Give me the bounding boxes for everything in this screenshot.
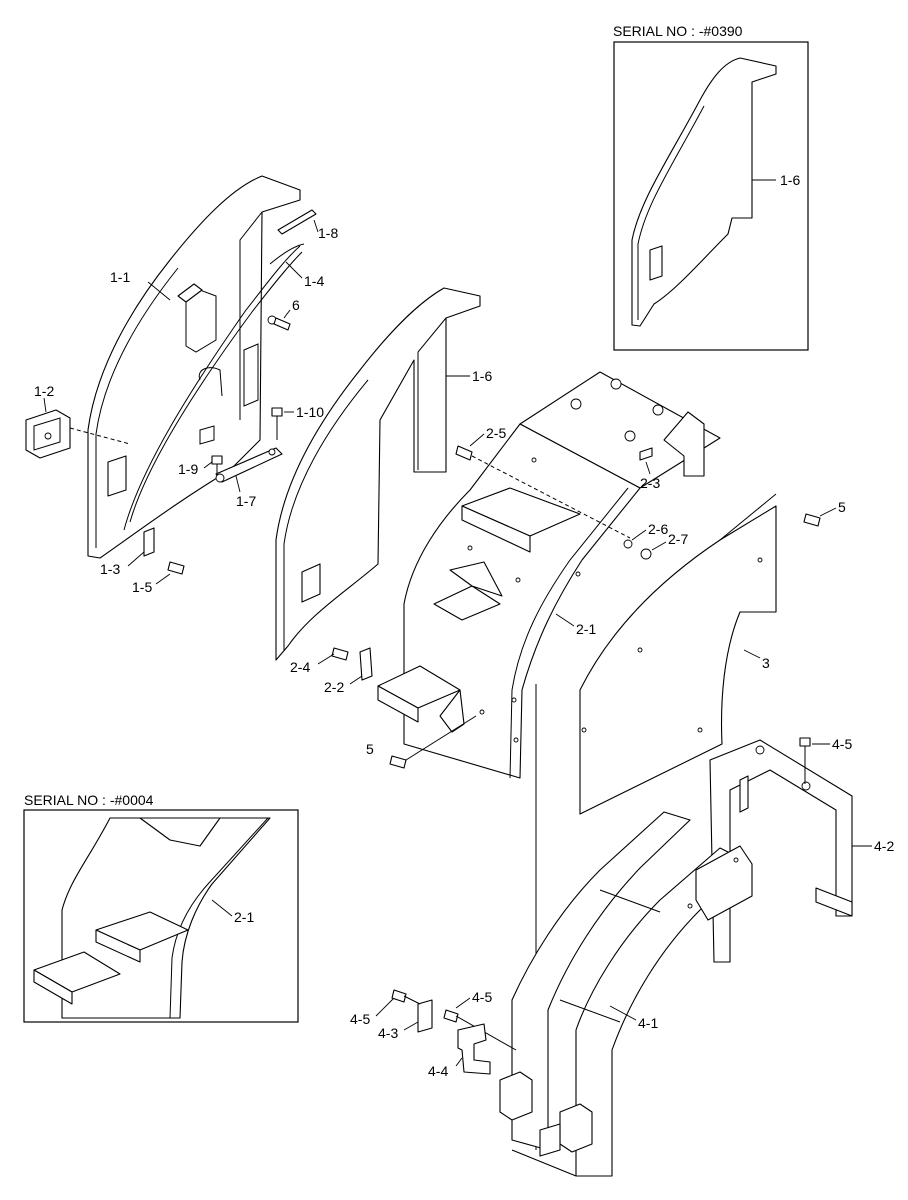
inset-frame-bottom-left <box>23 809 299 1023</box>
label-1-1: 1-1 <box>110 269 130 285</box>
inset-serial-label-0004: SERIAL NO : -#0004 <box>24 792 154 808</box>
label-2-7: 2-7 <box>668 531 688 547</box>
label-1-9: 1-9 <box>178 461 198 477</box>
part-1-8-rod: 1-8 <box>277 209 338 241</box>
label-6: 6 <box>292 297 300 313</box>
label-2-6: 2-6 <box>648 521 668 537</box>
part-1-5-bolt: 1-5 <box>132 561 185 595</box>
label-1-6-inset: 1-6 <box>780 172 800 188</box>
inset-frame-top-right <box>613 41 809 351</box>
label-4-4: 4-4 <box>428 1063 448 1079</box>
part-4-5-bolt-top: 4-5 <box>799 736 852 784</box>
part-2-5-bolt: 2-5 <box>455 425 631 539</box>
inset-serial-label-0390: SERIAL NO : -#0390 <box>613 23 743 39</box>
label-4-1: 4-1 <box>638 1015 658 1031</box>
part-2-3-cover: 2-3 <box>639 411 705 491</box>
part-4-1-ladder: 4-1 <box>499 811 753 1177</box>
part-1-1-handle <box>177 283 203 303</box>
label-1-5: 1-5 <box>132 579 152 595</box>
part-2-1-inset-step-top <box>139 817 221 847</box>
part-1-6-inset-window <box>649 245 663 281</box>
part-2-4-bolt: 2-4 <box>290 647 349 675</box>
label-1-6: 1-6 <box>472 368 492 384</box>
part-1-2-lamp: 1-2 <box>25 383 131 459</box>
label-4-5-top: 4-5 <box>832 736 852 752</box>
part-1-9-bolt: 1-9 <box>178 455 223 477</box>
part-4-4-bracket: 4-4 <box>428 1023 491 1079</box>
part-1-3-bracket: 1-3 <box>100 527 155 577</box>
part-2-1-inset-body <box>61 817 271 1019</box>
label-3: 3 <box>762 655 770 671</box>
label-2-1-inset: 2-1 <box>234 909 254 925</box>
part-1-6-inset-panel <box>631 57 777 327</box>
part-2-6-washer: 2-6 <box>623 521 668 549</box>
label-2-5: 2-5 <box>486 425 506 441</box>
part-2-2-step: 2-2 <box>324 647 485 733</box>
part-4-5-bolt-mid: 4-5 <box>443 989 517 1051</box>
part-1-7-latch: 1-7 <box>215 447 283 509</box>
label-1-4: 1-4 <box>304 273 324 289</box>
label-5-left: 5 <box>366 741 374 757</box>
inset-serial-0004: SERIAL NO : -#0004 2-1 <box>23 792 299 1023</box>
label-2-2: 2-2 <box>324 679 344 695</box>
part-2-7-nut: 2-7 <box>640 531 688 560</box>
part-5-bolt-right: 5 <box>803 499 846 527</box>
label-1-10: 1-10 <box>296 404 324 420</box>
part-1-1-door: 1-1 <box>87 175 303 559</box>
label-4-2: 4-2 <box>874 838 894 854</box>
label-2-3: 2-3 <box>640 475 660 491</box>
label-2-1: 2-1 <box>576 621 596 637</box>
label-1-8: 1-8 <box>318 225 338 241</box>
part-2-1-step-middle <box>433 585 501 621</box>
part-1-1-window <box>107 455 127 497</box>
part-1-6-window <box>301 563 321 603</box>
label-5-right: 5 <box>838 499 846 515</box>
part-4-3-bracket: 4-3 <box>378 999 433 1041</box>
part-4-2-frame: 4-2 <box>709 739 894 963</box>
label-4-3: 4-3 <box>378 1025 398 1041</box>
part-5-bolt-left: 5 <box>366 715 477 769</box>
label-4-5-left: 4-5 <box>350 1011 370 1027</box>
part-1-6-panel-outline <box>275 287 481 661</box>
label-4-5-mid: 4-5 <box>472 989 492 1005</box>
part-4-5-bolt-left: 4-5 <box>350 989 421 1027</box>
part-6-bolt: 6 <box>267 297 300 331</box>
label-1-7: 1-7 <box>236 493 256 509</box>
part-1-6-panel: 1-6 <box>275 287 492 661</box>
part-3-plate: 3 <box>579 493 777 815</box>
label-2-4: 2-4 <box>290 659 310 675</box>
part-1-1-panel-outline <box>87 175 301 559</box>
label-1-2: 1-2 <box>34 383 54 399</box>
inset-serial-0390: SERIAL NO : -#0390 1-6 <box>613 23 809 351</box>
part-1-10-bolt: 1-10 <box>271 404 324 440</box>
label-1-3: 1-3 <box>100 561 120 577</box>
part-1-4-seal: 1-4 <box>269 243 324 289</box>
